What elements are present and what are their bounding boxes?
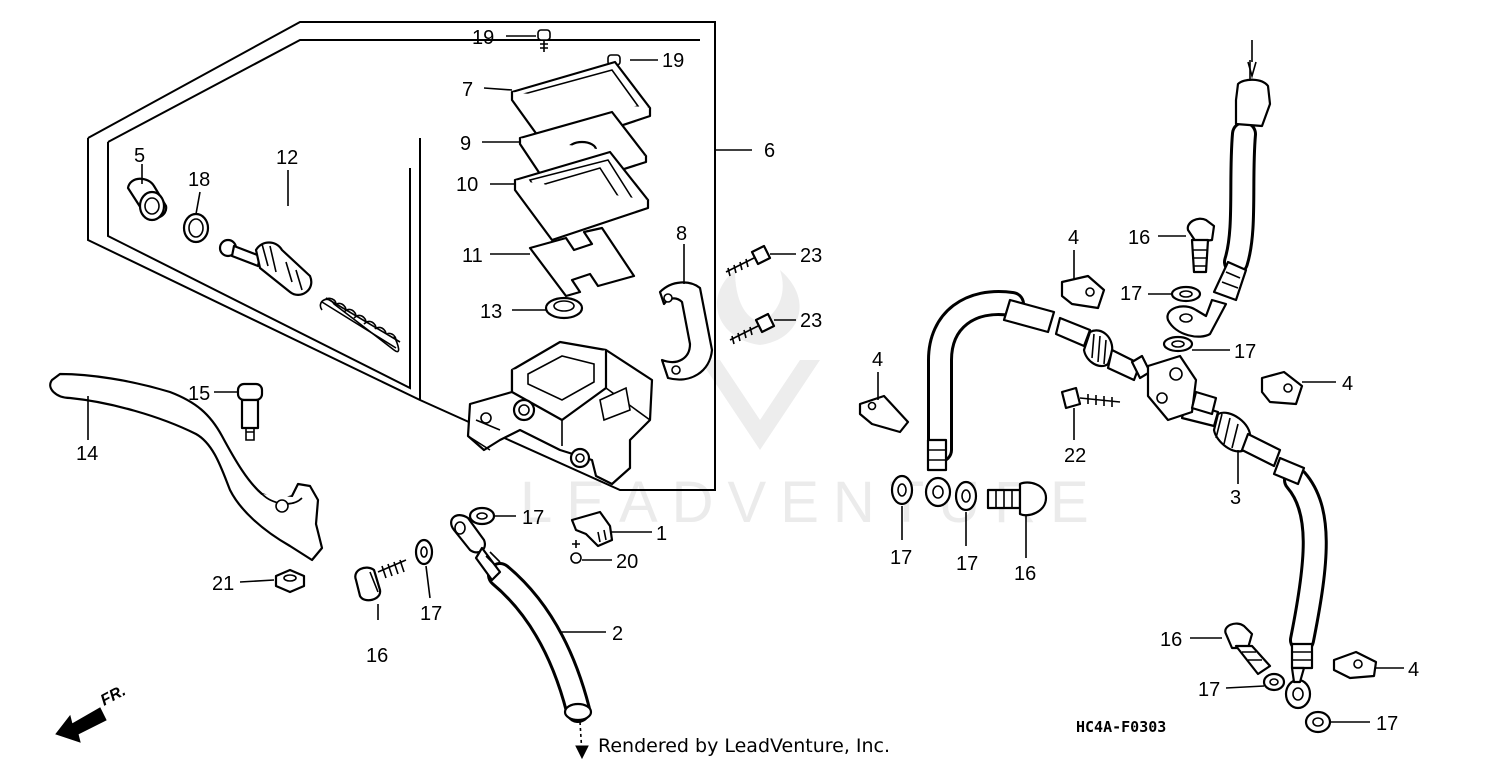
three-way-joint [1146,354,1218,422]
callout-4: 4 [1342,373,1353,395]
sub-assembly-outline [107,39,700,390]
holder-8 [658,281,714,381]
callout-3: 3 [1230,487,1241,509]
callout-17: 17 [1198,679,1220,701]
assembly-outline [87,21,716,491]
circlip-18 [182,212,210,244]
hose-arrow [575,721,589,760]
boot-5 [126,177,168,222]
washer-17-upper-b [1162,335,1194,353]
callout-17: 17 [956,553,978,575]
oil-bolt-16-mid [986,481,1048,517]
front-label: FR. [98,682,129,709]
bolt-23-top [725,244,772,277]
screw-19-top [537,29,551,52]
callout-15: 15 [188,383,210,405]
callout-9: 9 [460,133,471,155]
washer-17-mid-a [890,474,914,506]
callout-16: 16 [1160,629,1182,651]
callout-16: 16 [366,645,388,667]
screw-20 [570,540,582,564]
callout-17: 17 [1120,283,1142,305]
callout-17: 17 [420,603,442,625]
bolt-23-bottom [729,312,776,345]
callout-17: 17 [522,507,544,529]
callout-19: 19 [472,27,494,49]
master-cylinder-body-6 [466,340,654,486]
diagram-code: HC4A-F0303 [1076,718,1166,736]
bolt-22 [1060,386,1121,410]
callout-16: 16 [1014,563,1036,585]
callout-4: 4 [1068,227,1079,249]
washer-17-left-a [414,538,434,566]
callout-13: 13 [480,301,502,323]
oil-bolt-16-lower [1224,622,1272,676]
washer-17-lower-a [1262,672,1286,692]
nut-21 [274,568,306,594]
brake-hose-2 [450,514,593,723]
clip-4-left [858,394,910,434]
callout-6: 6 [764,140,775,162]
callout-20: 20 [616,551,638,573]
callout-5: 5 [134,145,145,167]
piston-set-12 [218,238,401,353]
callout-23: 23 [800,245,822,267]
callout-16: 16 [1128,227,1150,249]
brake-hose-upper-right [1166,40,1272,338]
washer-17-lower-b [1304,710,1332,734]
oil-bolt-16-left [354,559,407,602]
callout-18: 18 [188,169,210,191]
callout-1: 1 [656,523,667,545]
callout-4: 4 [872,349,883,371]
brake-lever-14 [49,372,324,562]
callout-21: 21 [212,573,234,595]
callout-19: 19 [662,50,684,72]
washer-17-left-b [468,506,496,526]
leader-lines [87,35,1404,723]
washer-17-mid-b [954,480,978,512]
plate-11 [528,226,636,298]
callout-17: 17 [1234,341,1256,363]
callout-17: 17 [1376,713,1398,735]
callout-labels: 19 19 7 9 10 6 5 18 12 11 8 13 23 23 15 … [76,27,1419,735]
washer-17-upper-a [1170,285,1202,303]
render-credit: Rendered by LeadVenture, Inc. [598,735,890,757]
callout-8: 8 [676,223,687,245]
diaphragm-10 [513,150,650,242]
callout-4: 4 [1408,659,1419,681]
front-direction-arrow: FR. [55,682,129,743]
seal-13 [544,296,584,320]
callout-2: 2 [612,623,623,645]
callout-14: 14 [76,443,98,465]
callout-22: 22 [1064,445,1086,467]
callout-17: 17 [890,547,912,569]
clip-4-right [1260,370,1304,406]
callout-23: 23 [800,310,822,332]
clip-4-top [1060,274,1106,310]
pivot-bolt-15 [236,382,264,441]
callout-11: 11 [462,245,483,267]
switch-1 [570,510,614,548]
callout-10: 10 [456,174,478,196]
callout-12: 12 [276,147,298,169]
callout-7: 7 [462,79,473,101]
oil-bolt-16-upper [1186,217,1216,274]
clip-4-bottom [1332,650,1378,680]
